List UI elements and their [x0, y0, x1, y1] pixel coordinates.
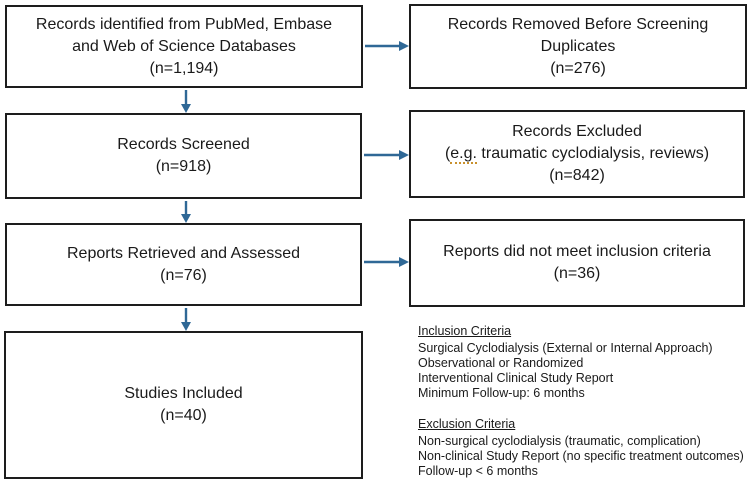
box-reports-not-met-line1: Reports did not meet inclusion criteria: [443, 243, 711, 260]
box-records-screened: Records Screened (n=918): [5, 113, 362, 199]
box-records-identified-line2: and Web of Science Databases: [72, 37, 296, 55]
box-reports-retrieved-count: (n=76): [160, 266, 207, 284]
box-records-removed-line1: Records Removed Before Screening: [447, 15, 709, 33]
box-records-excluded-line2: (e.g. traumatic cyclodialysis, reviews): [445, 143, 709, 165]
inclusion-criteria-item: Interventional Clinical Study Report: [418, 371, 614, 385]
box-records-screened-count: (n=918): [155, 158, 212, 175]
exclusion-criteria-block: Exclusion Criteria Non-surgical cyclodia…: [418, 417, 744, 479]
inclusion-criteria-item: Observational or Randomized: [418, 356, 584, 370]
exclusion-criteria-item: Follow-up < 6 months: [418, 464, 538, 478]
exclusion-criteria-heading: Exclusion Criteria: [418, 417, 516, 431]
inclusion-criteria-block: Inclusion Criteria Surgical Cyclodialysi…: [418, 324, 713, 401]
box-reports-not-met-count: (n=36): [553, 265, 601, 282]
arrow-identified-to-removed: [365, 41, 409, 51]
arrow-retrieved-to-notmet: [364, 257, 409, 267]
box-reports-retrieved-line1: Reports Retrieved and Assessed: [66, 244, 300, 262]
excluded-line2-rest: traumatic cyclodialysis, reviews): [476, 145, 710, 162]
box-records-removed: Records Removed Before Screening Duplica…: [409, 4, 747, 89]
box-records-removed-line2: Duplicates: [540, 37, 616, 55]
box-records-identified: Records identified from PubMed, Embase a…: [5, 5, 363, 88]
exclusion-criteria-item: Non-surgical cyclodialysis (traumatic, c…: [418, 434, 701, 448]
exclusion-criteria-item: Non-clinical Study Report (no specific t…: [418, 449, 744, 463]
box-studies-included: Studies Included (n=40): [4, 331, 363, 479]
box-records-excluded-line1: Records Excluded: [512, 123, 642, 140]
box-records-identified-line1: Records identified from PubMed, Embase: [35, 15, 333, 33]
box-records-excluded-count: (n=842): [549, 167, 605, 184]
box-records-identified-count: (n=1,194): [149, 59, 219, 77]
arrow-retrieved-to-included: [181, 308, 191, 331]
inclusion-criteria-item: Surgical Cyclodialysis (External or Inte…: [418, 341, 713, 355]
box-records-removed-count: (n=276): [550, 59, 606, 77]
excluded-line2-open: (: [444, 145, 451, 162]
box-reports-retrieved: Reports Retrieved and Assessed (n=76): [5, 223, 362, 306]
box-records-screened-line1: Records Screened: [117, 136, 250, 153]
box-studies-included-line1: Studies Included: [124, 385, 243, 402]
box-reports-not-met: Reports did not meet inclusion criteria …: [409, 219, 745, 307]
arrow-screened-to-excluded: [364, 150, 409, 160]
box-studies-included-count: (n=40): [160, 407, 207, 424]
arrow-identified-to-screened: [181, 90, 191, 113]
arrow-screened-to-retrieved: [181, 201, 191, 223]
box-records-excluded: Records Excluded (e.g. traumatic cyclodi…: [409, 110, 745, 198]
inclusion-criteria-item: Minimum Follow-up: 6 months: [418, 386, 585, 400]
spellcheck-squiggle-eg: e.g.: [450, 145, 477, 164]
inclusion-criteria-heading: Inclusion Criteria: [418, 324, 512, 338]
